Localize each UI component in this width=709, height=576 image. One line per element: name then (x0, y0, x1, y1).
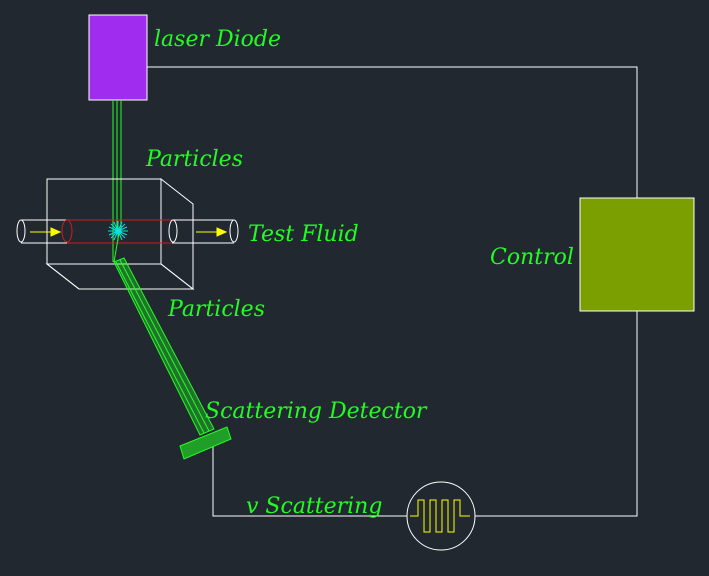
fluid-tube (16, 219, 239, 244)
wire-control-to-signal (475, 311, 638, 517)
label-scattering-detector: Scattering Detector (205, 399, 428, 424)
label-control: Control (490, 245, 574, 270)
laser-beam (112, 100, 122, 262)
control-wiring (147, 66, 638, 517)
scattering-detector (179, 426, 232, 460)
flow-arrow-in (30, 227, 62, 237)
label-particles-bottom: Particles (167, 297, 265, 322)
label-v-scattering: v Scattering (246, 494, 382, 519)
signal-monitor (406, 481, 476, 551)
wire-signal-to-detector (212, 447, 407, 517)
starburst-icon (108, 221, 128, 241)
wire-laser-to-control (147, 66, 638, 198)
label-particles-top: Particles (145, 147, 243, 172)
square-wave-icon (410, 499, 470, 533)
label-test-fluid: Test Fluid (248, 222, 359, 247)
control-unit (579, 197, 695, 312)
label-laser-diode: laser Diode (154, 27, 281, 52)
flow-arrow-out (196, 227, 228, 237)
scattered-beam (113, 232, 215, 436)
laser-diode (88, 14, 148, 101)
flow-cell (45, 177, 195, 291)
